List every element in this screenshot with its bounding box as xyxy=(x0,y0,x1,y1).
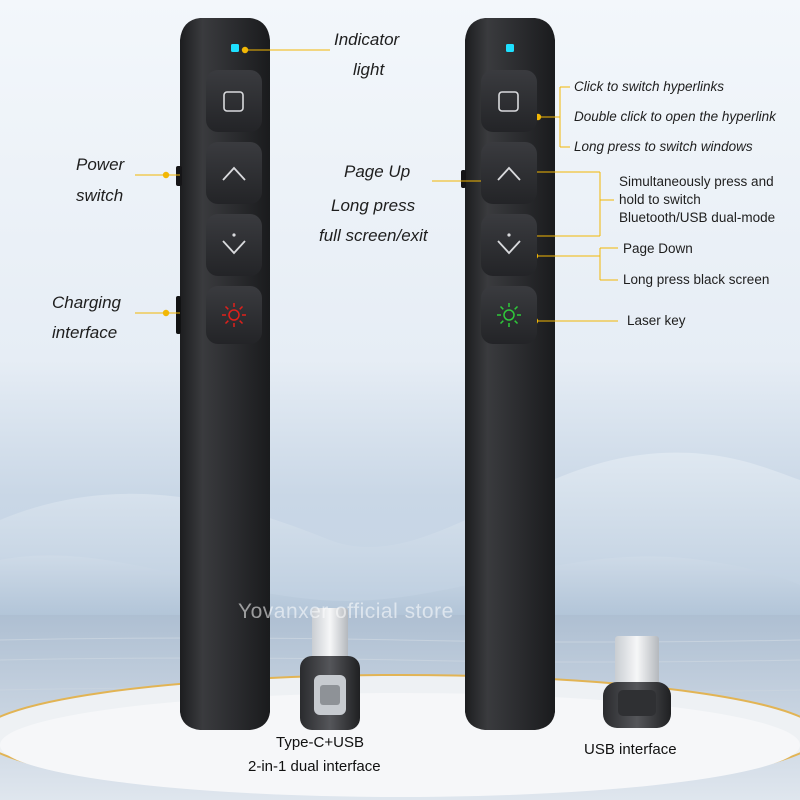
laser-button-left[interactable] xyxy=(206,286,262,344)
label-long-press: Long press xyxy=(331,196,416,215)
label-simul-line2: hold to switch xyxy=(619,192,701,207)
label-long-press-switch-windows: Long press to switch windows xyxy=(574,139,753,154)
charging-port xyxy=(176,296,181,334)
label-page-down: Page Down xyxy=(623,241,693,256)
label-power-line1: Power xyxy=(76,155,125,174)
square-icon xyxy=(223,91,244,112)
caption-typec-line1: Type-C+USB xyxy=(276,734,364,751)
label-simul-line1: Simultaneously press and xyxy=(619,174,774,189)
label-simul-line3: Bluetooth/USB dual-mode xyxy=(619,210,776,225)
page-up-button-right[interactable] xyxy=(481,142,537,204)
label-indicator-line1: Indicator xyxy=(334,30,400,49)
caption-usb: USB interface xyxy=(584,741,677,758)
label-indicator-line2: light xyxy=(353,60,385,79)
label-double-click-open: Double click to open the hyperlink xyxy=(574,109,776,124)
hyperlink-button-right[interactable] xyxy=(481,70,537,132)
power-switch[interactable] xyxy=(176,166,182,186)
usb-dongle xyxy=(603,636,671,728)
laser-sun-icon xyxy=(497,303,521,327)
page-down-button-right[interactable] xyxy=(481,214,537,276)
chevron-down-icon xyxy=(497,240,521,255)
laser-sun-icon xyxy=(222,303,246,327)
page-up-button-left[interactable] xyxy=(206,142,262,204)
presenter-right-controls xyxy=(481,44,537,344)
label-charging-line1: Charging xyxy=(52,293,121,312)
page-down-button-left[interactable] xyxy=(206,214,262,276)
typec-dongle xyxy=(300,608,360,730)
indicator-light-right xyxy=(506,44,514,52)
label-laser-key: Laser key xyxy=(627,313,686,328)
indicator-light xyxy=(231,44,239,52)
power-switch-right[interactable] xyxy=(461,170,466,188)
hyperlink-button-left[interactable] xyxy=(206,70,262,132)
label-full-screen-exit: full screen/exit xyxy=(319,226,428,245)
store-watermark: Yovanxer official store xyxy=(238,600,454,623)
label-long-press-black-screen: Long press black screen xyxy=(623,272,770,287)
label-page-up: Page Up xyxy=(344,162,411,181)
laser-button-right[interactable] xyxy=(481,286,537,344)
label-charging-line2: interface xyxy=(52,323,118,342)
chevron-up-icon xyxy=(222,166,246,181)
chevron-down-icon xyxy=(222,240,246,255)
caption-typec-line2: 2-in-1 dual interface xyxy=(248,758,381,775)
label-power-line2: switch xyxy=(76,186,124,205)
presenter-left-controls xyxy=(206,44,262,344)
square-icon xyxy=(498,91,519,112)
label-click-switch-hyperlinks: Click to switch hyperlinks xyxy=(574,79,725,94)
chevron-up-icon xyxy=(497,166,521,181)
